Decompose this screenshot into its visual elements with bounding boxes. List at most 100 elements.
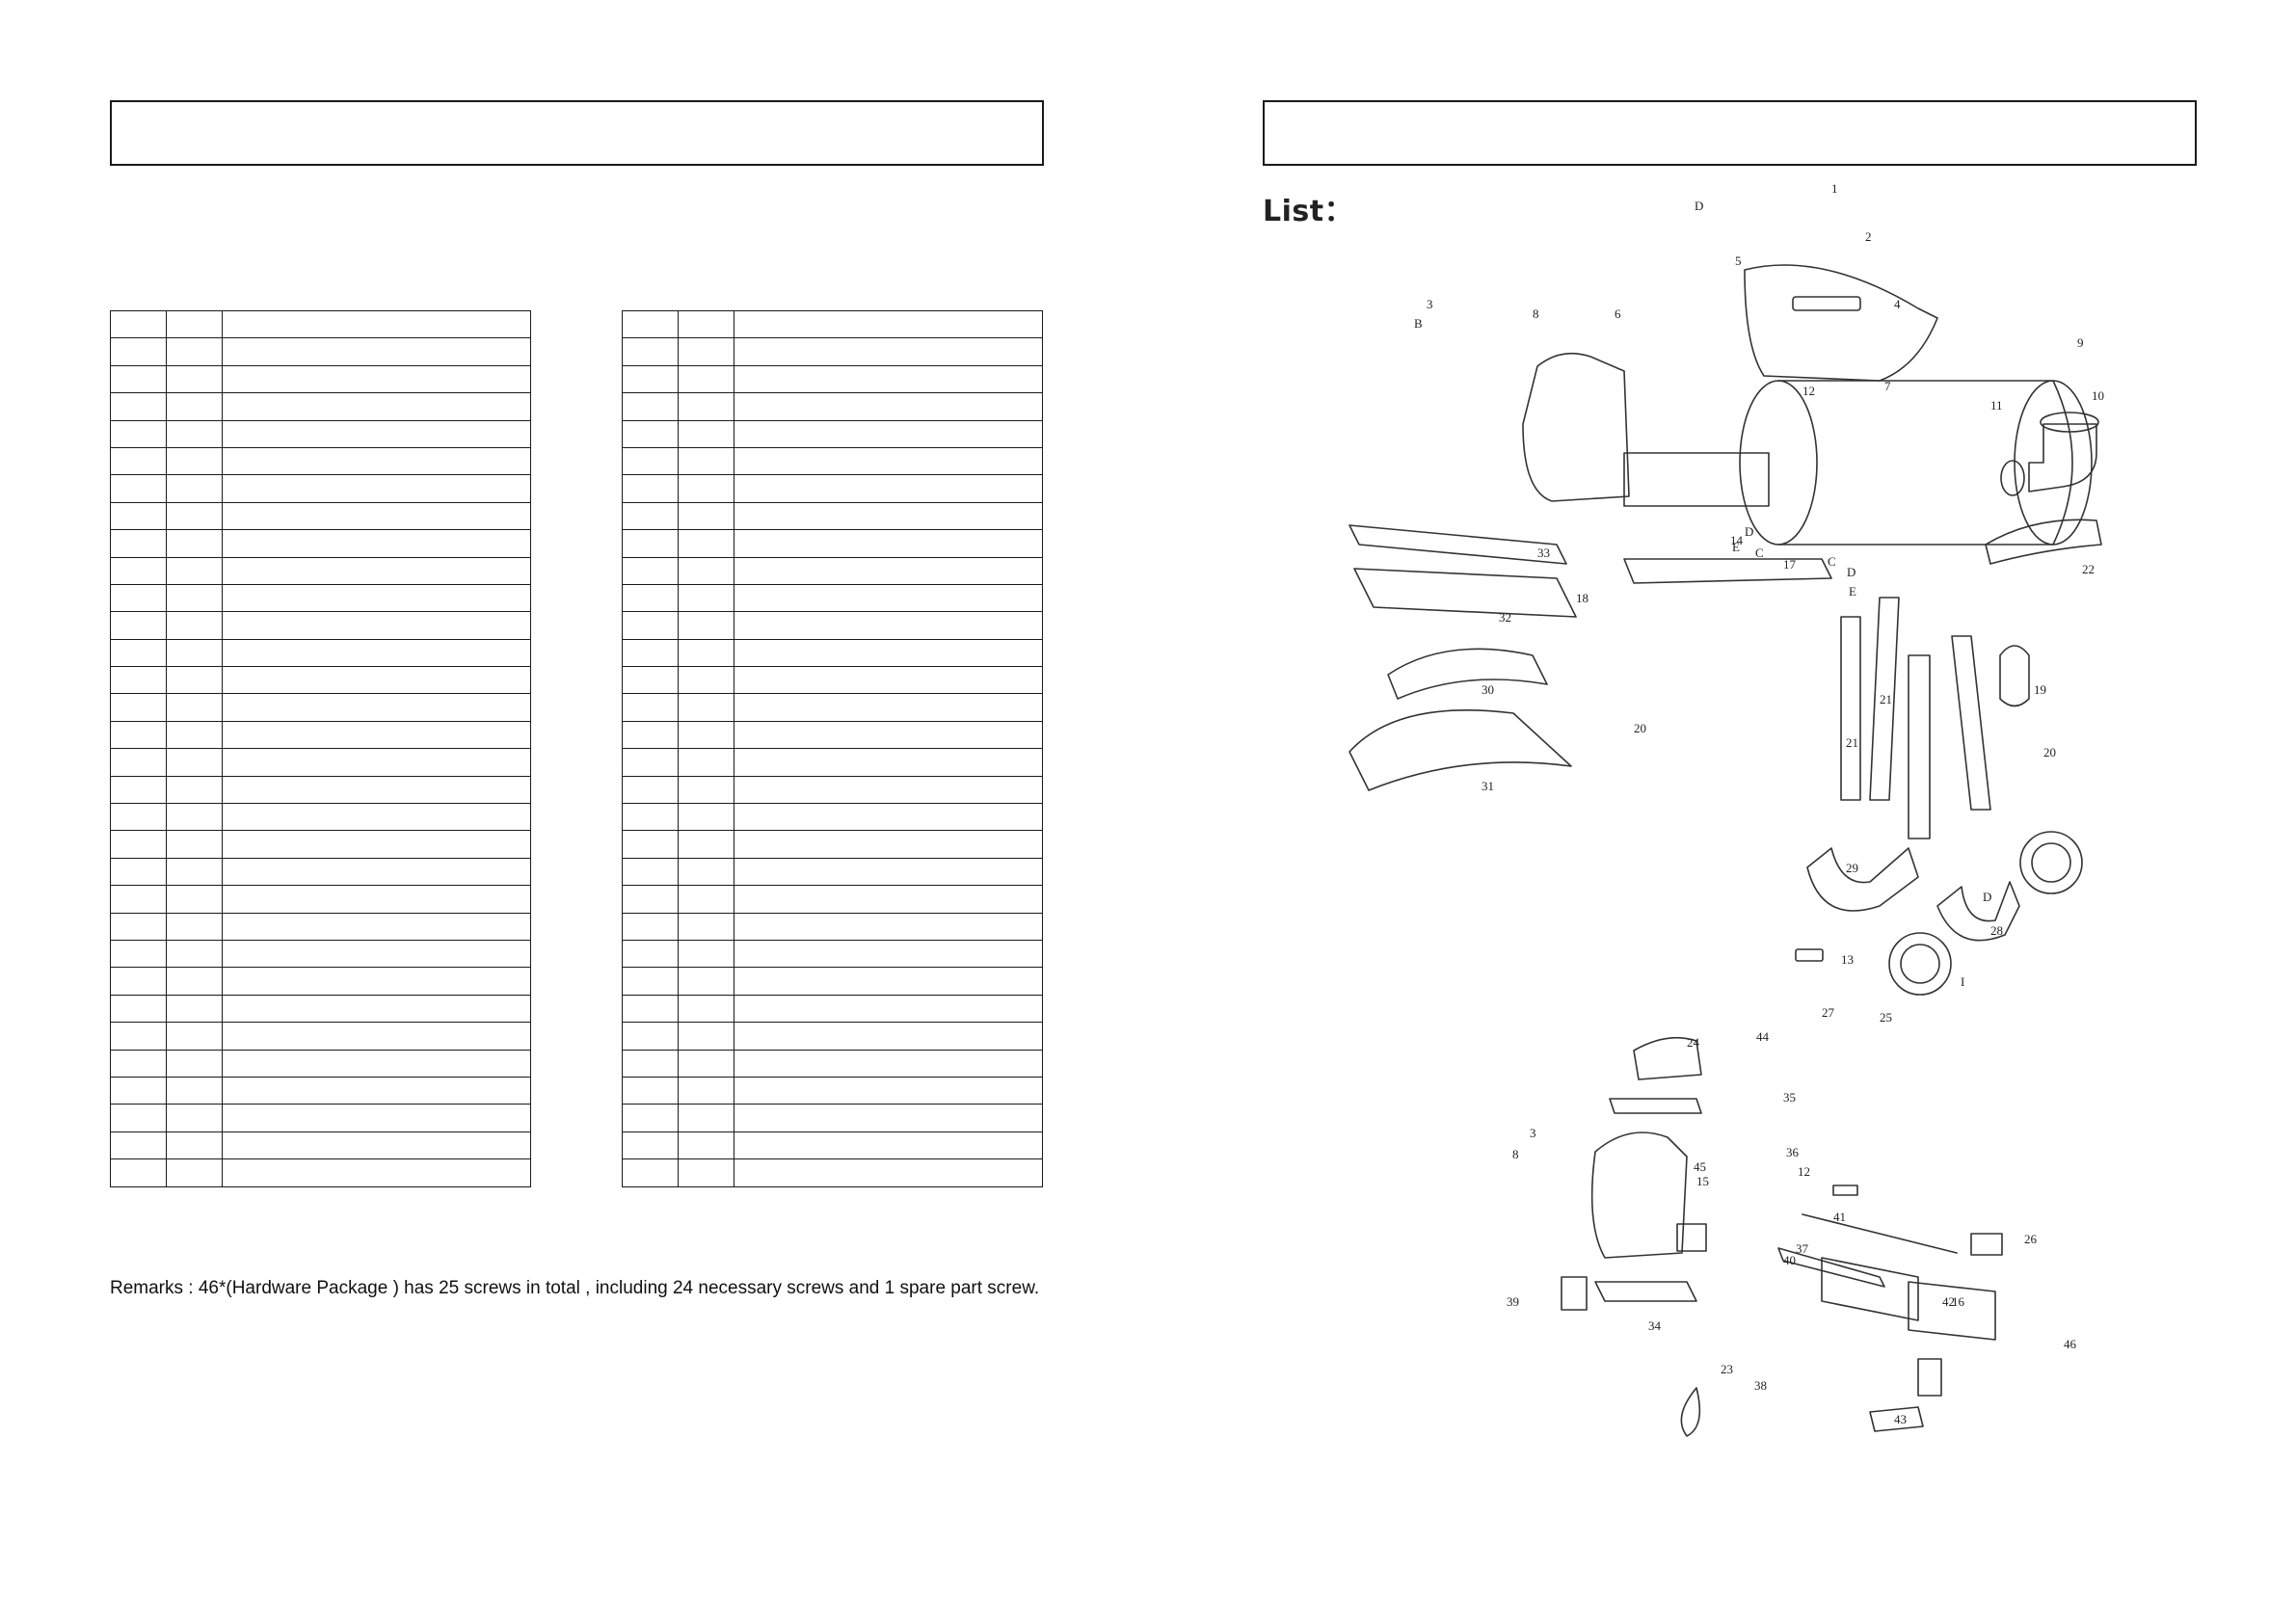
qty-cell (166, 611, 223, 640)
table-row (110, 693, 531, 722)
grill-grate (1353, 568, 1577, 618)
callout-label: 12 (1802, 384, 1815, 398)
table-row (622, 994, 1043, 1024)
hopper (1522, 352, 1630, 502)
table-row (622, 364, 1043, 394)
table-row (622, 1022, 1043, 1051)
callout-label: 28 (1990, 923, 2003, 938)
qty-cell (678, 693, 734, 722)
table-row (110, 775, 531, 805)
no-cell (110, 309, 167, 339)
qty-cell (166, 775, 223, 805)
no-cell (110, 1022, 167, 1051)
callout-label: 14 (1730, 533, 1744, 547)
qty-cell (678, 748, 734, 777)
heat-baffle (1387, 648, 1548, 700)
callout-label: 4 (1894, 297, 1901, 311)
description-cell (734, 666, 1043, 695)
table-row (110, 337, 531, 366)
description-cell (222, 1131, 531, 1160)
no-cell (110, 830, 167, 859)
callout-label: 10 (2092, 388, 2104, 403)
table-row (622, 1049, 1043, 1078)
description-cell (734, 364, 1043, 394)
rod-15 (1802, 1213, 1958, 1254)
description-cell (222, 803, 531, 832)
table-row (622, 885, 1043, 914)
callout-label: 24 (1687, 1035, 1700, 1050)
list-heading: List： (1263, 195, 1354, 228)
grate-35 (1609, 1098, 1702, 1114)
no-cell (110, 1104, 167, 1132)
description-cell (734, 446, 1043, 476)
table-row (622, 666, 1043, 695)
callout-label: 15 (1696, 1174, 1709, 1188)
qty-cell (678, 967, 734, 996)
description-cell (734, 1022, 1043, 1051)
table-row (622, 967, 1043, 996)
drip-tray (1348, 708, 1572, 791)
qty-cell (166, 939, 223, 969)
description-cell (222, 337, 531, 366)
controller-43 (1869, 1406, 1924, 1432)
no-cell (622, 939, 679, 969)
description-cell (222, 994, 531, 1024)
callout-label: 23 (1721, 1362, 1733, 1376)
cable-38 (1680, 1387, 1701, 1437)
table-row (622, 556, 1043, 585)
wheel-rear (2019, 831, 2083, 894)
description-cell (734, 1131, 1043, 1160)
chimney (2028, 423, 2097, 493)
qty-cell (166, 857, 223, 887)
description-cell (222, 1049, 531, 1078)
qty-cell (166, 693, 223, 722)
qty-cell (678, 720, 734, 750)
description-cell (222, 1104, 531, 1132)
callout-label: C (1828, 554, 1836, 569)
table-row (110, 803, 531, 832)
qty-cell (166, 912, 223, 941)
no-cell (110, 857, 167, 887)
callout-label: 44 (1756, 1029, 1770, 1044)
description-cell (222, 611, 531, 640)
no-cell (622, 885, 679, 914)
table-row (110, 666, 531, 695)
no-cell (622, 967, 679, 996)
description-cell (734, 392, 1043, 421)
qty-cell (678, 885, 734, 914)
table-row (110, 994, 531, 1024)
qty-cell (678, 638, 734, 668)
no-cell (622, 337, 679, 366)
description-cell (734, 309, 1043, 339)
callout-label: 36 (1786, 1145, 1800, 1159)
barrel-body (1777, 380, 2073, 546)
no-cell (622, 474, 679, 503)
table-row (622, 529, 1043, 558)
callout-label: 11 (1990, 398, 2003, 413)
qty-cell (166, 885, 223, 914)
no-cell (110, 720, 167, 750)
qty-cell (166, 1076, 223, 1105)
barrel-far-end (2014, 380, 2093, 546)
no-cell (622, 693, 679, 722)
description-cell (222, 364, 531, 394)
callout-label: 45 (1694, 1159, 1706, 1174)
table-row (110, 1049, 531, 1078)
qty-cell (166, 392, 223, 421)
qty-cell (166, 803, 223, 832)
description-cell (734, 1104, 1043, 1132)
qty-cell (166, 309, 223, 339)
qty-cell (166, 994, 223, 1024)
callout-label: 27 (1822, 1005, 1835, 1020)
qty-cell (166, 337, 223, 366)
plate-45 (1832, 1185, 1858, 1196)
parts-table-left (110, 309, 531, 1187)
description-cell (734, 556, 1043, 585)
description-cell (734, 529, 1043, 558)
qty-cell (678, 419, 734, 448)
qty-cell (166, 556, 223, 585)
qty-cell (166, 501, 223, 531)
qty-cell (678, 556, 734, 585)
description-cell (734, 857, 1043, 887)
qty-cell (166, 830, 223, 859)
